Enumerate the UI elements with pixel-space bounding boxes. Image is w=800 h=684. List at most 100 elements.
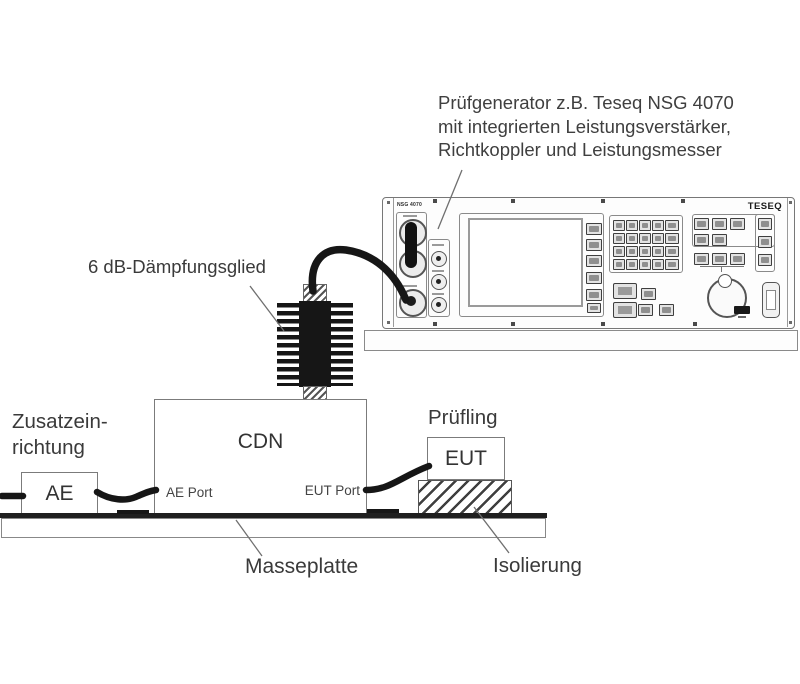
screw — [433, 322, 437, 326]
display-screen — [468, 218, 583, 307]
unit-button — [730, 253, 745, 265]
generator-caption: Prüfgenerator z.B. Teseq NSG 4070 mit in… — [438, 91, 734, 162]
keypad-key — [626, 246, 638, 257]
keypad-key — [665, 246, 679, 257]
keypad-key — [652, 259, 664, 270]
unit-bracket — [700, 266, 744, 271]
connector-label — [432, 293, 444, 295]
amp-out-connector — [399, 289, 427, 317]
unit-button — [712, 253, 727, 265]
arrow-right-key — [659, 304, 674, 316]
numeric-keypad — [609, 215, 683, 273]
side-button — [758, 254, 772, 266]
cdn-box: CDN AE Port EUT Port — [154, 399, 367, 515]
ground-plate-surface — [0, 513, 547, 518]
bnc-connector — [431, 251, 447, 267]
aux-equipment-label: Zusatzein- richtung — [12, 409, 108, 461]
keypad-key — [639, 233, 651, 244]
mode-button — [712, 234, 727, 246]
keypad-key — [639, 259, 651, 270]
mode-button — [694, 218, 709, 230]
keypad-key — [665, 259, 679, 270]
model-text: NSG 4070 — [397, 202, 422, 208]
rack-screw — [789, 321, 792, 324]
softkey — [586, 223, 602, 235]
keypad-key — [639, 246, 651, 257]
ae-to-cdn-cable — [93, 486, 160, 503]
mode-button — [694, 234, 709, 246]
connector-label — [432, 244, 444, 246]
connector-label — [432, 270, 444, 272]
display-module — [459, 213, 604, 317]
arrow-left-key — [638, 304, 653, 316]
keypad-key — [613, 259, 625, 270]
ae-box-label: AE — [45, 481, 74, 505]
bnc-connector — [431, 274, 447, 290]
screw — [601, 322, 605, 326]
usb-port-label — [738, 316, 746, 318]
unit-button — [694, 253, 709, 265]
screw — [433, 199, 437, 203]
screw — [511, 199, 515, 203]
brand-logo: TESEQ — [747, 201, 782, 212]
screw — [511, 322, 515, 326]
softkey — [586, 239, 602, 251]
bnc-connector — [431, 297, 447, 313]
function-key — [613, 283, 637, 299]
eut-port-label: EUT Port — [304, 483, 360, 498]
side-button — [758, 218, 772, 230]
mode-button — [730, 218, 745, 230]
screw — [681, 199, 685, 203]
bnc-connector-group — [428, 239, 450, 317]
keypad-key — [613, 246, 625, 257]
dut-label: Prüfling — [428, 406, 498, 429]
rack-ear-right — [787, 198, 788, 327]
screw — [693, 322, 697, 326]
generator-caption-line1: Prüfgenerator z.B. Teseq NSG 4070 — [438, 92, 734, 113]
mode-button — [712, 218, 727, 230]
keypad-key — [613, 233, 625, 244]
keypad-key — [665, 220, 679, 231]
rack-ear-left — [393, 198, 394, 327]
connector-label — [403, 215, 417, 217]
keypad-key — [652, 220, 664, 231]
keypad-key — [639, 220, 651, 231]
instrument-shelf — [364, 330, 798, 351]
ground-plate-edge — [1, 518, 546, 538]
rack-screw — [789, 201, 792, 204]
keypad-key — [665, 233, 679, 244]
side-button — [758, 236, 772, 248]
attenuator-label: 6 dB-Dämpfungsglied — [88, 256, 266, 277]
insulation-label: Isolierung — [493, 554, 582, 577]
keypad-key — [626, 233, 638, 244]
softkey — [586, 272, 602, 284]
arrow-up-key — [641, 288, 656, 300]
keypad-key — [652, 246, 664, 257]
generator-caption-line3: Richtkoppler und Leistungsmesser — [438, 139, 722, 160]
screw — [601, 199, 605, 203]
function-key — [613, 302, 637, 318]
nsg4070-front-panel: NSG 4070 TESEQ — [382, 197, 795, 329]
ae-box: AE — [21, 472, 98, 515]
generator-caption-line2: mit integrierten Leistungsverstärker, — [438, 115, 732, 137]
aux-label-line2: richtung — [12, 436, 85, 459]
power-switch-rocker — [766, 290, 776, 310]
keypad-key — [652, 233, 664, 244]
attenuator-body — [299, 301, 331, 387]
keypad-key — [613, 220, 625, 231]
rack-screw — [387, 321, 390, 324]
attenuator-top-connector — [303, 284, 327, 302]
softkey — [587, 303, 601, 313]
ae-port-label: AE Port — [166, 485, 213, 500]
cdn-box-label: CDN — [237, 430, 284, 453]
insulation-block — [418, 480, 512, 515]
aux-label-line1: Zusatzein- — [12, 410, 108, 433]
unit-bracket-tick — [721, 266, 722, 272]
keypad-key — [626, 220, 638, 231]
eut-box: EUT — [427, 437, 505, 480]
softkey — [586, 289, 602, 301]
side-button-group — [755, 214, 775, 272]
connector-label — [403, 285, 417, 287]
usb-port — [734, 306, 750, 314]
